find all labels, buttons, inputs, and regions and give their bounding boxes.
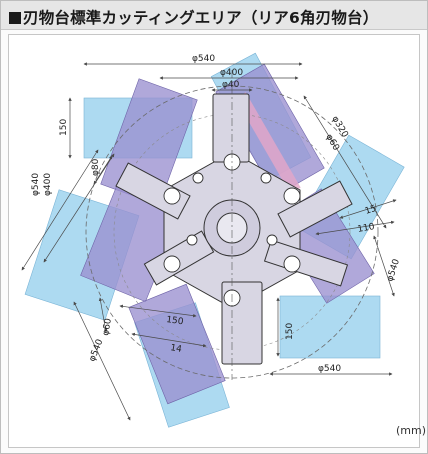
label-d540-bl: φ540 [88,338,106,363]
title-square-icon [9,12,21,24]
label-d540-bottom: φ540 [318,364,341,374]
label-d540-top: φ540 [192,54,215,64]
turret-tool-top [212,93,250,163]
label-d150-bl: 150 [166,315,185,327]
turret-bolts [163,153,301,307]
label-d150-left: 150 [59,119,69,136]
label-d60-bl: φ60 [101,317,114,336]
label-d15-right: 15 [364,204,378,217]
pink-area [235,92,301,194]
label-d14-bl: 14 [169,343,182,355]
label-d80-left: φ80 [91,158,101,176]
label-d540-right: φ540 [385,258,402,283]
turret-tool-lower-right [263,239,349,287]
label-d540-left: φ540 [31,173,41,196]
blue-area-bottom-right [279,295,381,359]
unit-label: (mm) [396,424,427,437]
label-d400-left: φ400 [43,173,53,196]
diagram-title-text: 刃物台標準カッティングエリア（リア6角刃物台） [23,9,379,27]
label-d60: φ60 [323,133,340,153]
label-d40-top: φ40 [222,80,240,90]
diagram-title: 刃物台標準カッティングエリア（リア6角刃物台） [9,6,378,28]
dimension-lines [21,62,397,421]
label-d110-right: 110 [357,222,376,235]
turret-tool-left [115,162,191,220]
title-bar: 刃物台標準カッティングエリア（リア6角刃物台） [1,1,427,30]
label-d150-bottom: 150 [285,323,295,340]
label-d400-top: φ400 [220,68,243,78]
